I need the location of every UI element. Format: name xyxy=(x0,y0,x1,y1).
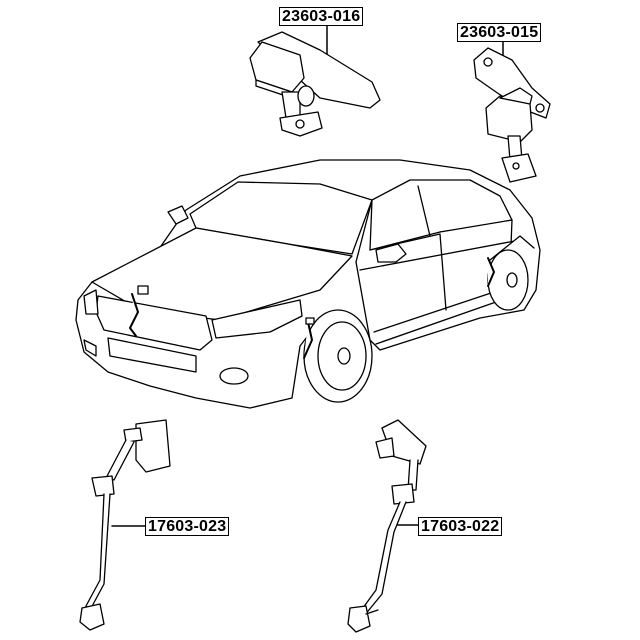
height-sensor-17603-023-drawing xyxy=(79,419,171,631)
part-label-23603-016: 23603-016 xyxy=(279,7,364,26)
height-sensor-23603-016-drawing xyxy=(249,31,381,137)
part-label-17603-022: 17603-022 xyxy=(418,517,503,536)
height-sensor-23603-015-drawing xyxy=(473,47,551,183)
car-drawing xyxy=(75,159,541,409)
height-sensor-17603-022-drawing xyxy=(347,419,427,633)
part-label-17603-023: 17603-023 xyxy=(145,517,230,536)
part-label-23603-015: 23603-015 xyxy=(457,23,542,42)
